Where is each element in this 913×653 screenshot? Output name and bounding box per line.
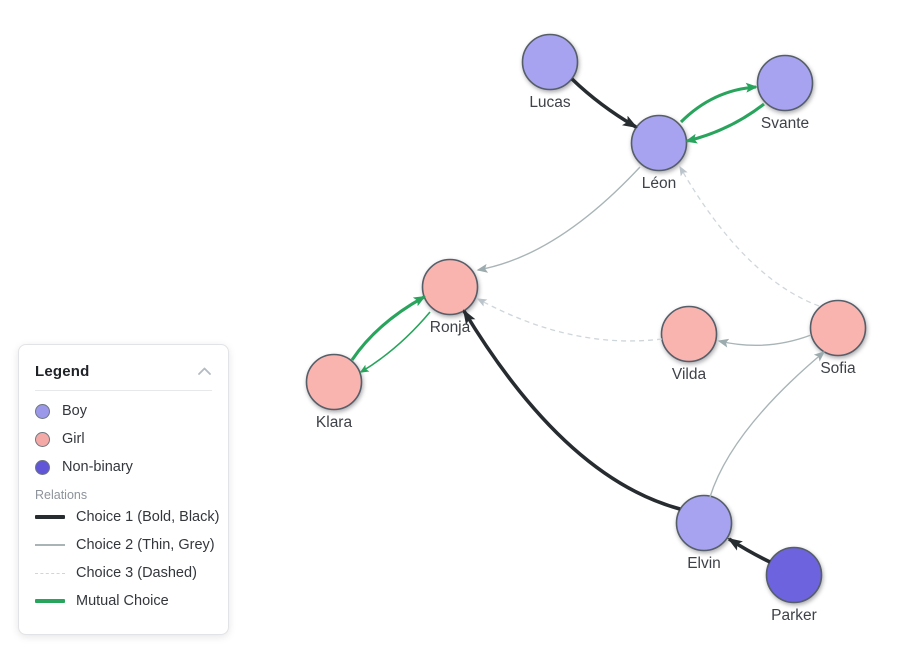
- legend-divider: [35, 390, 212, 391]
- legend-title: Legend: [35, 362, 90, 380]
- edge-leon-svante: [679, 82, 758, 124]
- legend-item-boy: Boy: [35, 397, 212, 425]
- node-label-leon: Léon: [642, 175, 676, 192]
- node-label-ronja: Ronja: [430, 319, 471, 336]
- edge-sofia-vilda: [717, 334, 812, 348]
- boy-color-swatch: [35, 403, 50, 419]
- chevron-up-icon[interactable]: [197, 367, 212, 376]
- choice1-line-sample: [35, 515, 65, 519]
- legend-item-girl: Girl: [35, 425, 212, 453]
- legend-item-label: Choice 1 (Bold, Black): [76, 509, 220, 525]
- legend-item-mutual: Mutual Choice: [35, 587, 212, 615]
- node-parker[interactable]: [765, 546, 823, 604]
- edge-vilda-ronja: [476, 298, 663, 342]
- edge-parker-elvin: [727, 537, 771, 564]
- legend-panel: Legend Boy Girl Non-binary Relations Cho…: [18, 344, 229, 635]
- node-label-vilda: Vilda: [672, 366, 707, 383]
- legend-item-label: Boy: [62, 403, 87, 419]
- edge-svante-leon: [685, 102, 765, 144]
- node-leon[interactable]: [630, 114, 688, 172]
- mutual-line-sample: [35, 599, 65, 603]
- node-elvin[interactable]: [675, 494, 733, 552]
- legend-item-label: Non-binary: [62, 459, 133, 475]
- node-label-klara: Klara: [316, 414, 353, 431]
- legend-item-choice1: Choice 1 (Bold, Black): [35, 503, 219, 531]
- girl-color-swatch: [35, 431, 50, 447]
- edge-leon-ronja: [476, 166, 641, 273]
- legend-item-label: Choice 2 (Thin, Grey): [76, 537, 215, 553]
- edge-sofia-leon: [679, 165, 820, 307]
- choice3-line-sample: [35, 572, 65, 574]
- edge-lucas-leon: [570, 77, 638, 129]
- edge-ronja-klara: [359, 311, 431, 373]
- node-ronja[interactable]: [421, 258, 479, 316]
- choice2-line-sample: [35, 544, 65, 546]
- edges-layer: [350, 77, 826, 564]
- node-label-parker: Parker: [771, 607, 817, 624]
- node-lucas[interactable]: [521, 33, 579, 91]
- legend-item-choice3: Choice 3 (Dashed): [35, 559, 212, 587]
- node-klara[interactable]: [305, 353, 363, 411]
- legend-item-label: Mutual Choice: [76, 593, 169, 609]
- node-label-elvin: Elvin: [687, 555, 721, 572]
- node-sofia[interactable]: [809, 299, 867, 357]
- relations-section-label: Relations: [35, 488, 88, 502]
- legend-item-nonbinary: Non-binary: [35, 453, 212, 481]
- node-label-sofia: Sofia: [820, 360, 856, 377]
- legend-item-label: Choice 3 (Dashed): [76, 565, 197, 581]
- nodes-layer: [305, 33, 867, 604]
- node-label-lucas: Lucas: [529, 94, 571, 111]
- legend-item-label: Girl: [62, 431, 85, 447]
- node-label-svante: Svante: [761, 115, 809, 132]
- edge-elvin-ronja: [462, 309, 681, 511]
- node-vilda[interactable]: [660, 305, 718, 363]
- legend-item-choice2: Choice 2 (Thin, Grey): [35, 531, 215, 559]
- node-svante[interactable]: [756, 54, 814, 112]
- legend-header: Legend: [35, 360, 212, 382]
- edge-elvin-sofia: [709, 351, 826, 498]
- edge-klara-ronja: [350, 295, 426, 361]
- nonbinary-color-swatch: [35, 459, 50, 475]
